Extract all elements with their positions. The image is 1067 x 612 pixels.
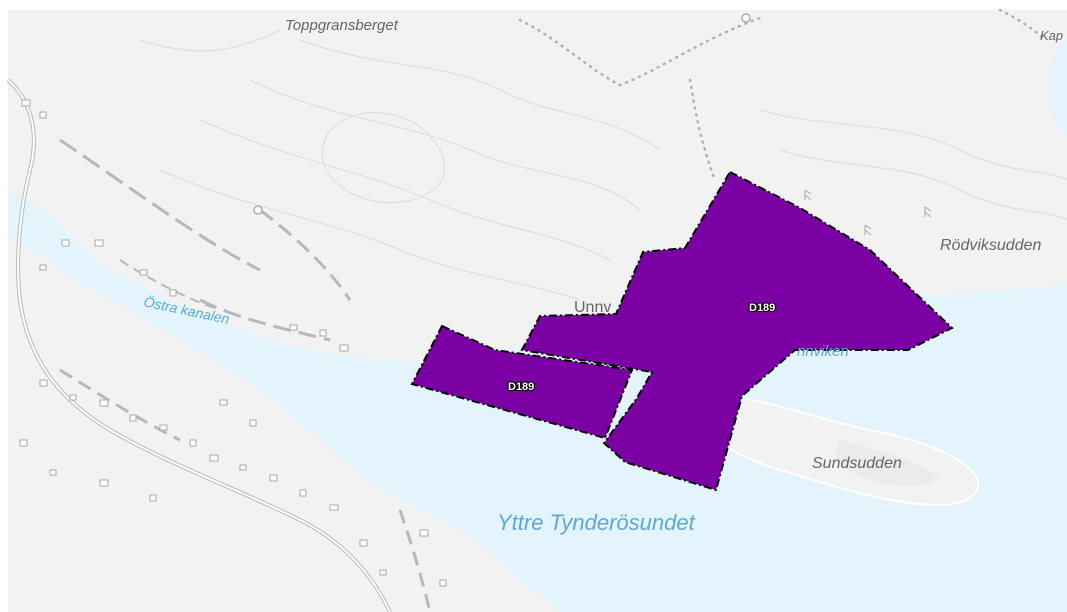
roads xyxy=(6,78,432,612)
building xyxy=(159,424,168,431)
building xyxy=(419,529,429,537)
building xyxy=(149,494,157,502)
building xyxy=(289,324,298,331)
water-northeast xyxy=(1047,40,1067,135)
side-road xyxy=(199,298,331,342)
buildings xyxy=(19,99,447,587)
contour-line xyxy=(759,109,1067,181)
parcel-label-west: D189 xyxy=(508,381,534,393)
left-border xyxy=(0,0,8,612)
building xyxy=(319,329,327,337)
label-yttre-tynderosundet: Yttre Tynderösundet xyxy=(497,510,696,535)
trail-node xyxy=(741,13,751,23)
trail xyxy=(518,8,1047,182)
contour-line xyxy=(139,29,281,52)
building xyxy=(19,439,28,447)
parcel-label-east: D189 xyxy=(749,302,775,314)
contour-line xyxy=(779,149,1067,221)
building xyxy=(219,399,228,406)
top-border xyxy=(0,0,1067,10)
contour-line xyxy=(299,39,661,151)
vegetation-symbols xyxy=(804,189,932,236)
label-sundsudden: Sundsudden xyxy=(812,455,902,472)
building xyxy=(99,479,109,487)
trail-path xyxy=(518,16,762,87)
building xyxy=(94,239,104,247)
parcel-d189-west[interactable] xyxy=(410,324,634,440)
building xyxy=(439,579,447,587)
label-unnviken-left: Unnv xyxy=(574,299,611,316)
contour-line xyxy=(159,169,581,301)
label-rodviksudden: Rödviksudden xyxy=(940,237,1042,254)
road-end-node xyxy=(253,205,263,215)
building xyxy=(359,539,368,547)
side-road xyxy=(398,509,432,612)
building xyxy=(169,289,177,297)
building xyxy=(329,504,339,511)
building xyxy=(299,489,307,497)
label-unnviken-right: nnviken xyxy=(797,343,849,360)
contour-line xyxy=(199,119,611,261)
building xyxy=(69,394,77,401)
side-road xyxy=(59,138,261,272)
vegetation-symbol xyxy=(804,189,812,201)
trail-path xyxy=(688,78,717,182)
side-road xyxy=(119,259,221,311)
contour-line xyxy=(321,112,446,204)
label-kap: Kap xyxy=(1040,28,1063,43)
main-road-inner xyxy=(7,79,391,612)
sundsudden-hill xyxy=(836,440,940,487)
building xyxy=(39,111,47,119)
building xyxy=(39,379,48,387)
building xyxy=(49,469,57,476)
building xyxy=(21,99,31,107)
building xyxy=(99,399,109,407)
building xyxy=(189,439,197,447)
building xyxy=(379,569,387,576)
building xyxy=(339,344,349,352)
vegetation-symbol xyxy=(864,224,872,236)
parcel-d189-east[interactable] xyxy=(520,170,954,492)
contour-lines xyxy=(139,29,1067,301)
contour-line xyxy=(249,79,641,211)
building xyxy=(209,454,219,462)
building xyxy=(61,239,70,247)
building xyxy=(249,419,257,427)
building xyxy=(129,414,137,422)
building xyxy=(239,464,247,471)
building xyxy=(139,269,148,276)
vegetation-symbol xyxy=(924,206,932,218)
trail-path xyxy=(998,8,1047,42)
side-road xyxy=(59,368,181,442)
building xyxy=(269,474,278,482)
label-toppgransberget: Toppgransberget xyxy=(285,17,399,34)
building xyxy=(39,264,47,271)
